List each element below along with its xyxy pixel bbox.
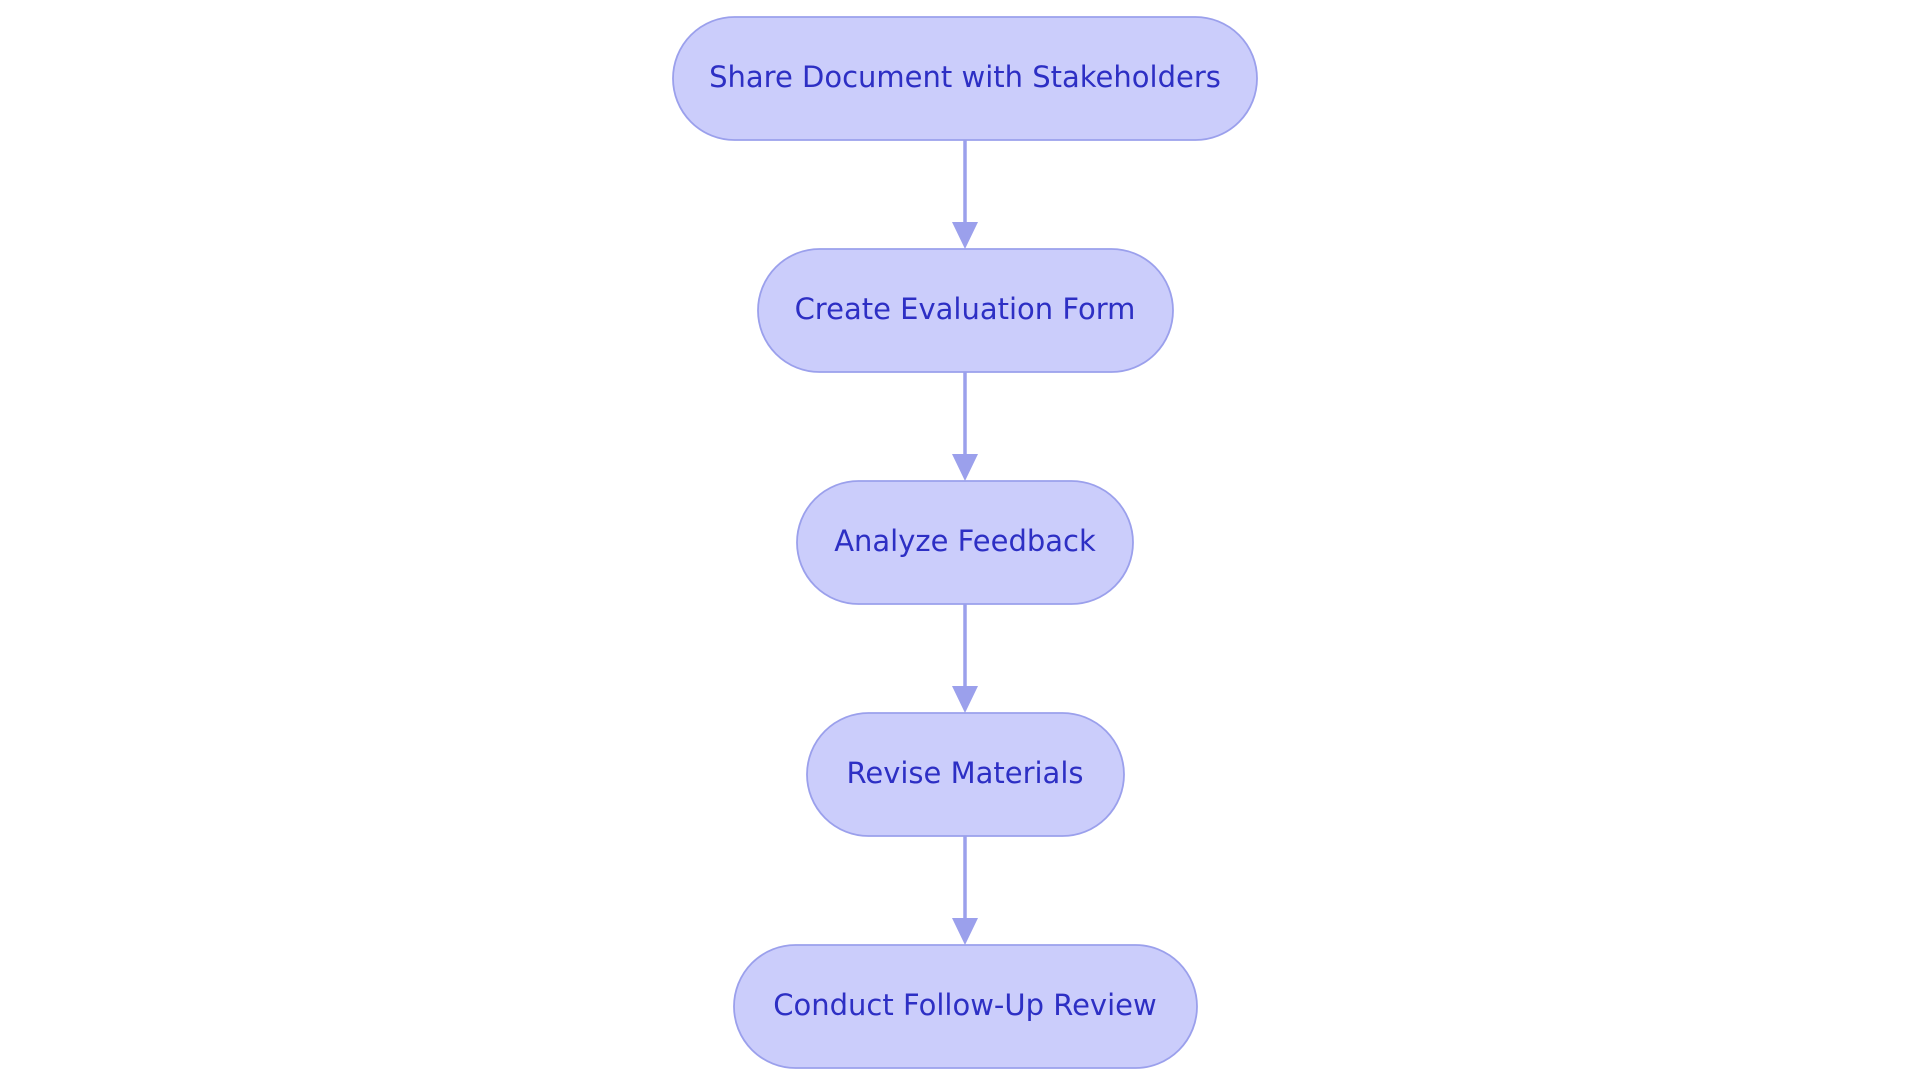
- flowchart-edges: [952, 140, 978, 945]
- node-revise-materials[interactable]: Revise Materials: [806, 712, 1125, 837]
- node-revise-materials-label: Revise Materials: [847, 756, 1084, 790]
- node-share-document[interactable]: Share Document with Stakeholders: [672, 16, 1258, 141]
- node-share-document-label: Share Document with Stakeholders: [709, 60, 1221, 94]
- edge-share-to-form: [952, 140, 978, 249]
- flowchart-nodes: Share Document with Stakeholders Create …: [672, 16, 1258, 1069]
- edge-analyze-to-revise: [952, 604, 978, 713]
- node-analyze-feedback-label: Analyze Feedback: [834, 524, 1096, 558]
- node-create-evaluation-form[interactable]: Create Evaluation Form: [757, 248, 1174, 373]
- edge-form-to-analyze: [952, 372, 978, 481]
- edge-revise-to-followup: [952, 836, 978, 945]
- node-conduct-follow-up-review-label: Conduct Follow-Up Review: [773, 988, 1156, 1022]
- node-analyze-feedback[interactable]: Analyze Feedback: [796, 480, 1134, 605]
- node-conduct-follow-up-review[interactable]: Conduct Follow-Up Review: [733, 944, 1198, 1069]
- node-create-evaluation-form-label: Create Evaluation Form: [795, 292, 1136, 326]
